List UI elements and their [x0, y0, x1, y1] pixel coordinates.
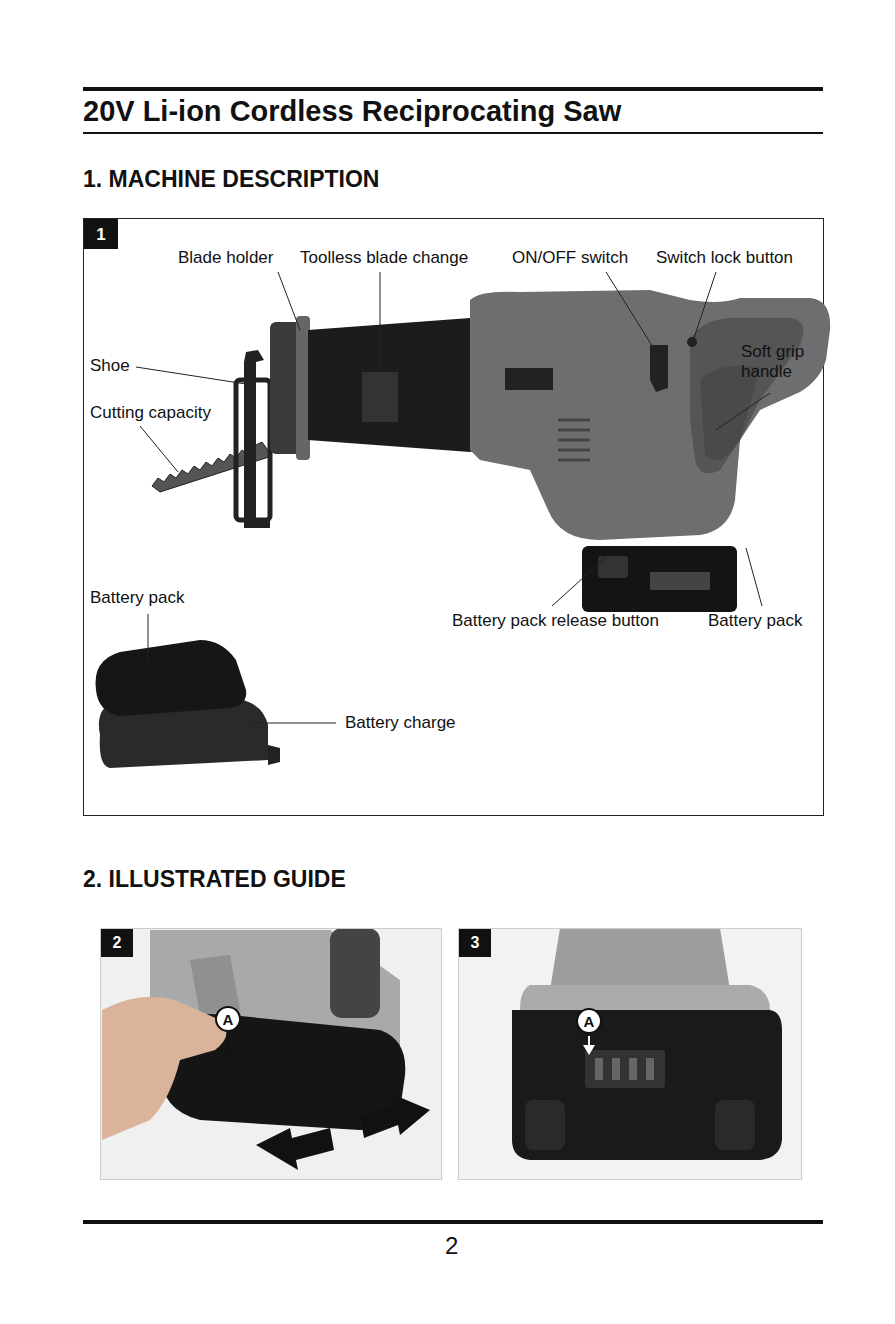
photo-battery-removal — [100, 928, 442, 1180]
part-label: Blade holder — [178, 248, 273, 268]
page-title: 20V Li-ion Cordless Reciprocating Saw — [83, 95, 621, 128]
saw-drawing — [96, 290, 831, 768]
rule — [83, 87, 823, 91]
part-label: Battery pack — [708, 611, 803, 631]
part-label: Battery pack — [90, 588, 185, 608]
part-label: ON/OFF switch — [512, 248, 628, 268]
figure-number: 1 — [84, 219, 118, 249]
part-label: Battery pack release button — [452, 611, 659, 631]
part-label: Shoe — [90, 356, 130, 376]
part-label: Cutting capacity — [90, 403, 211, 423]
photo-battery-terminals — [458, 928, 802, 1180]
rule — [83, 132, 823, 134]
part-label: Switch lock button — [656, 248, 793, 268]
node-text: 3 — [471, 935, 480, 951]
leader-lines — [136, 272, 770, 723]
part-label: Toolless blade change — [300, 248, 468, 268]
node-text: A — [584, 1014, 595, 1029]
rule — [83, 1220, 823, 1224]
figure-number: 3 — [459, 929, 491, 957]
callout-letter: A — [215, 1006, 241, 1032]
page-number: 2 — [445, 1232, 458, 1260]
node-text: 1 — [96, 226, 105, 243]
section-heading: 1. MACHINE DESCRIPTION — [83, 166, 379, 192]
callout-letter: A — [576, 1008, 602, 1034]
node-text: A — [223, 1012, 234, 1027]
part-label: Battery charge — [345, 713, 456, 733]
node-text: 2 — [113, 935, 122, 951]
figure-number: 2 — [101, 929, 133, 957]
part-label: Soft grip handle — [741, 342, 821, 381]
section-heading: 2. ILLUSTRATED GUIDE — [83, 866, 346, 892]
